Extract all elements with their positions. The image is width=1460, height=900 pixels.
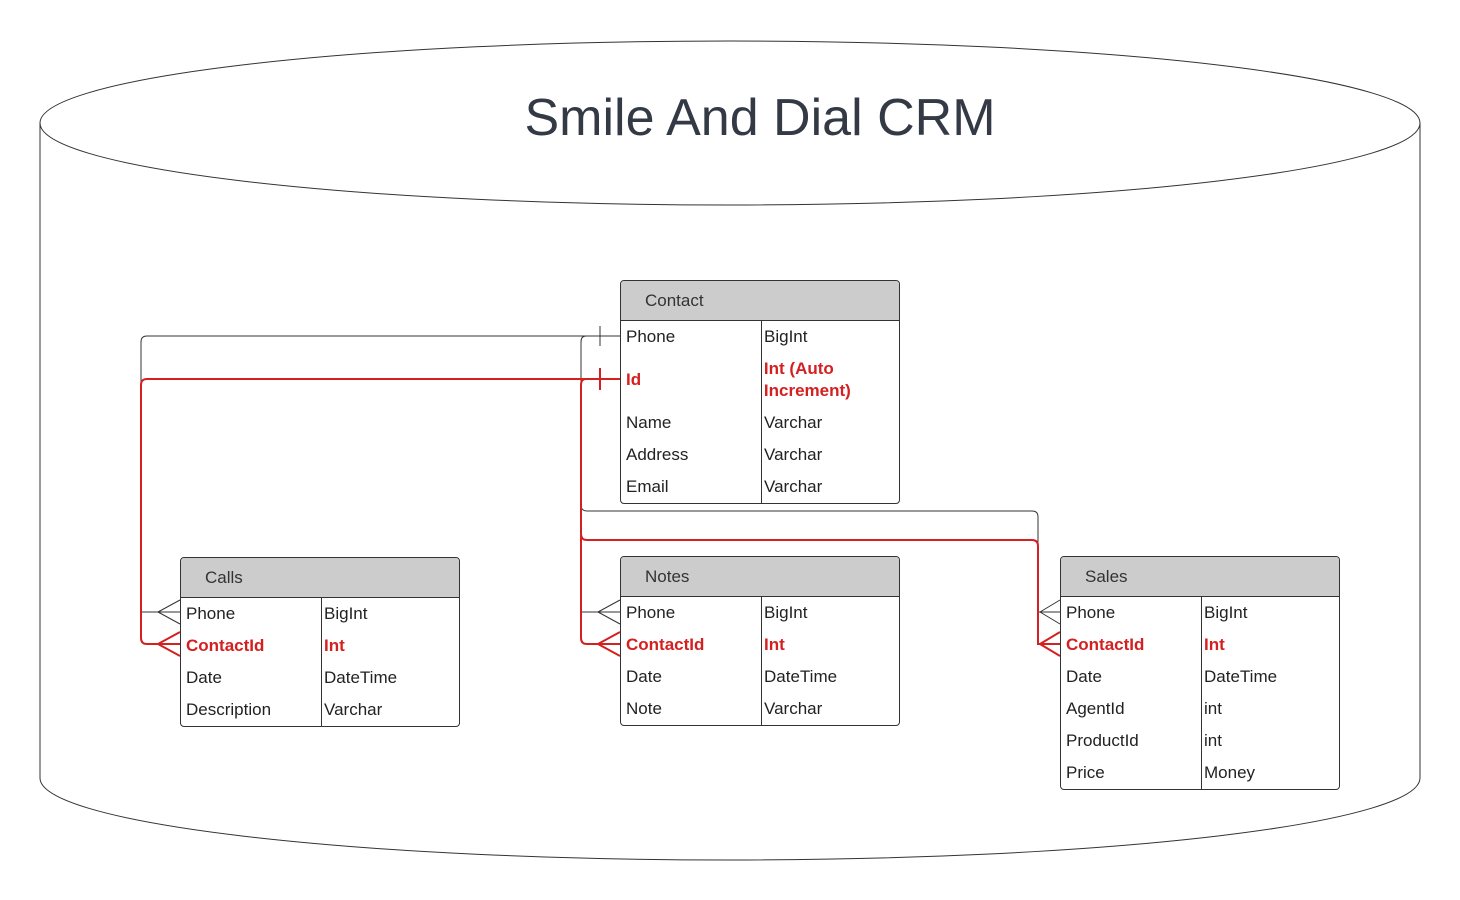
notes-phone-crowfoot [597,599,621,625]
field-row-phone: Phone BigInt [181,598,459,630]
field-name: Date [626,667,662,686]
calls-entity-header: Calls [181,558,459,598]
field-row-date: Date DateTime [1061,661,1339,693]
field-type: Varchar [764,699,823,718]
field-name: Email [626,477,669,496]
field-row-address: Address Varchar [621,439,899,471]
calls-entity[interactable]: Calls Phone BigInt ContactId Int Date Da… [180,557,460,727]
field-type: Money [1204,763,1256,782]
field-name: Date [1066,667,1102,686]
notes-entity-fields: Phone BigInt ContactId Int Date DateTime… [621,597,899,725]
sales-entity-header: Sales [1061,557,1339,597]
contact-entity-header: Contact [621,281,899,321]
field-name: Note [626,699,662,718]
contact-entity[interactable]: Contact Phone BigInt Id Int (Auto Increm… [620,280,900,504]
field-row-description: Description Varchar [181,694,459,726]
field-row-price: Price Money [1061,757,1339,789]
field-name: Description [186,700,272,719]
field-row-name: Name Varchar [621,407,899,439]
field-name: ContactId [186,636,265,655]
field-type: Varchar [764,413,823,432]
field-type: int [1204,731,1222,750]
field-name: Name [626,413,672,432]
contact-to-notes-id-line [580,378,620,645]
field-row-contactid: ContactId Int [181,630,459,662]
field-type: Int [324,636,345,655]
field-type: Varchar [324,700,383,719]
diagram-title: Smile And Dial CRM [524,89,996,147]
field-row-phone: Phone BigInt [621,321,899,353]
notes-contactid-crowfoot [597,631,621,657]
field-type: DateTime [1204,667,1278,686]
field-type: int [1204,699,1222,718]
field-row-phone: Phone BigInt [1061,597,1339,629]
calls-phone-crowfoot [157,599,181,625]
field-type: BigInt [324,604,368,623]
sales-entity[interactable]: Sales Phone BigInt ContactId Int Date Da… [1060,556,1340,790]
field-type: BigInt [1204,603,1248,622]
field-name: Price [1066,763,1105,782]
sales-contactid-crowfoot [1039,631,1061,657]
contact-to-calls-phone-line [140,335,620,613]
field-type: Int [764,635,785,654]
field-type: BigInt [764,603,808,622]
field-type: Varchar [764,445,823,464]
field-name: ContactId [626,635,705,654]
field-name: Phone [186,604,236,623]
field-name: ProductId [1066,731,1139,750]
field-type: Int (Auto Increment) [763,359,851,400]
field-row-agentid: AgentId int [1061,693,1339,725]
field-name: Id [626,370,642,389]
field-row-date: Date DateTime [621,661,899,693]
field-type: Varchar [764,477,823,496]
field-row-contactid: ContactId Int [1061,629,1339,661]
field-name: ContactId [1066,635,1145,654]
field-row-phone: Phone BigInt [621,597,899,629]
field-name: AgentId [1066,699,1125,718]
contact-to-notes-phone-line [580,335,620,613]
field-row-contactid: ContactId Int [621,629,899,661]
field-type: BigInt [764,327,808,346]
field-name: Phone [1066,603,1116,622]
field-row-date: Date DateTime [181,662,459,694]
field-name: Phone [626,603,676,622]
field-row-note: Note Varchar [621,693,899,725]
field-name: Phone [626,327,676,346]
sales-phone-crowfoot [1039,599,1061,625]
notes-entity[interactable]: Notes Phone BigInt ContactId Int Date Da… [620,556,900,726]
field-row-productid: ProductId int [1061,725,1339,757]
field-row-email: Email Varchar [621,471,899,503]
field-type: DateTime [764,667,838,686]
field-type: DateTime [324,668,398,687]
contact-to-calls-id-line [140,378,620,645]
contact-to-sales-id-line [580,533,1060,645]
calls-contactid-crowfoot [157,631,181,657]
cylinder-top [39,40,1421,206]
field-row-id: Id Int (Auto Increment) [621,353,899,407]
notes-entity-header: Notes [621,557,899,597]
sales-entity-fields: Phone BigInt ContactId Int Date DateTime… [1061,597,1339,789]
contactid-relationships [140,368,1061,657]
field-name: Date [186,668,222,687]
field-type: Int [1204,635,1225,654]
field-name: Address [626,445,689,464]
calls-entity-fields: Phone BigInt ContactId Int Date DateTime… [181,598,459,726]
contact-entity-fields: Phone BigInt Id Int (Auto Increment) Nam… [621,321,899,503]
